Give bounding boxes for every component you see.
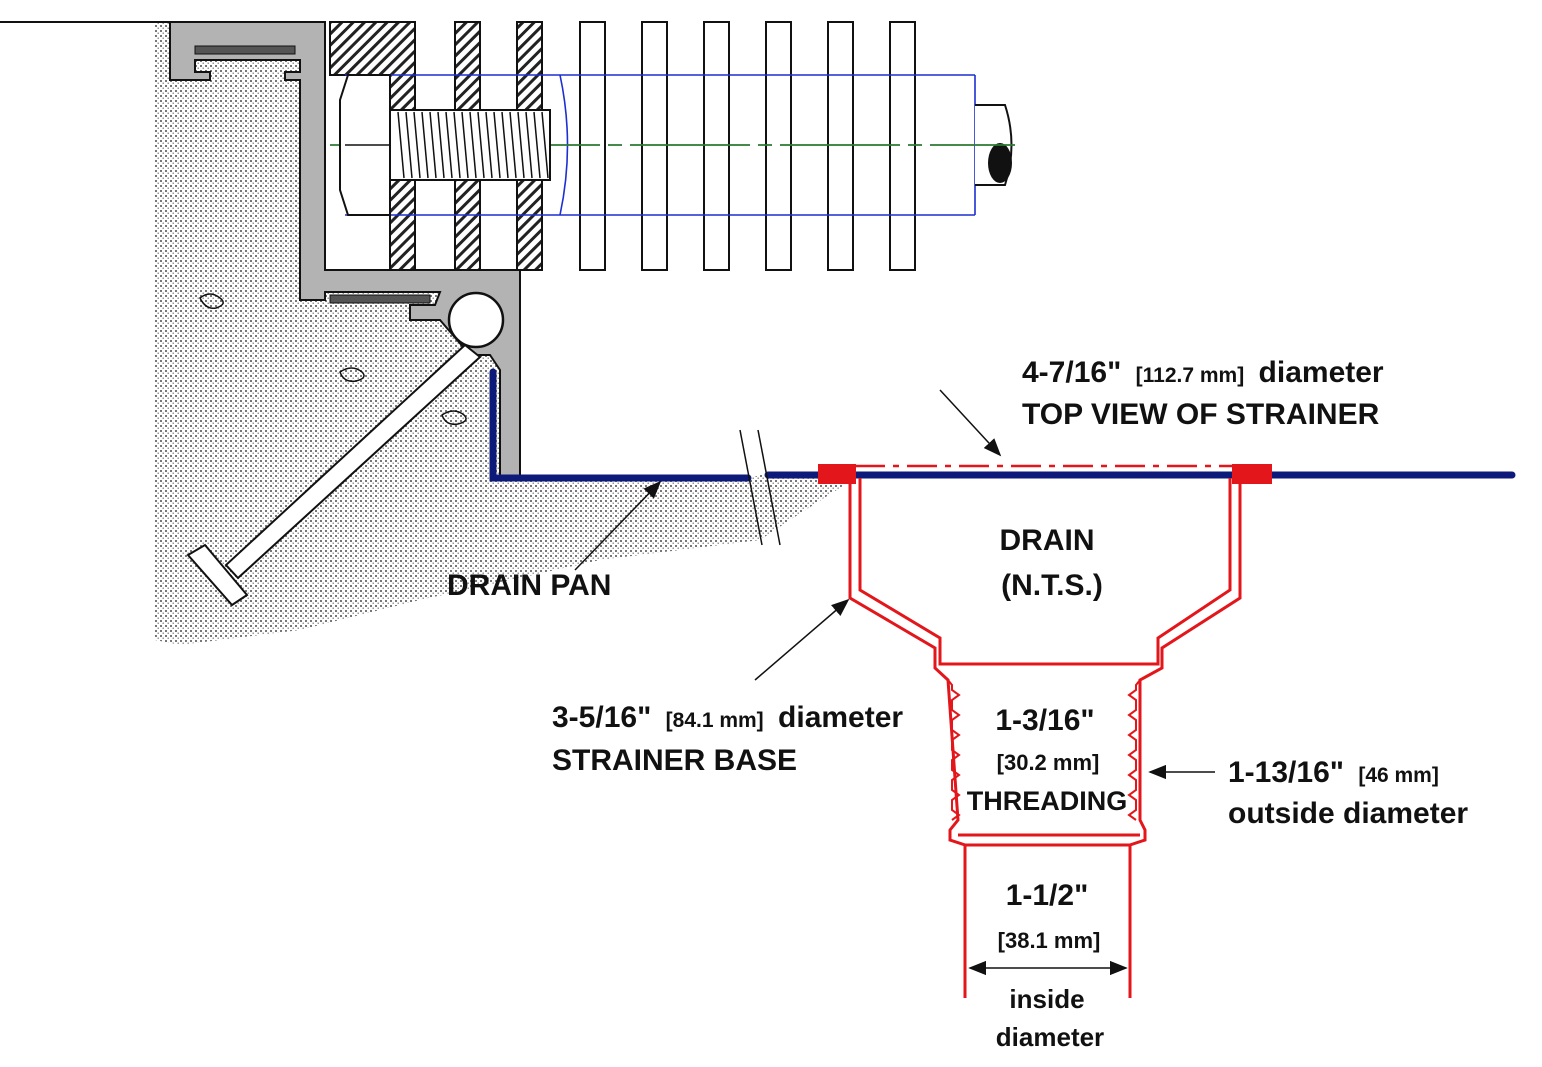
drain-flange-left bbox=[818, 464, 856, 484]
leader-strainer-base bbox=[754, 598, 850, 681]
top-view-caption: TOP VIEW OF STRAINER bbox=[1022, 398, 1380, 431]
strainer-base-size-label: 3-5/16" [84.1 mm] diameter bbox=[552, 701, 903, 734]
drain-threads bbox=[947, 679, 1141, 821]
outside-diameter-size-label: 1-13/16" [46 mm] bbox=[1228, 756, 1439, 789]
aggregate-pebbles bbox=[199, 293, 467, 426]
outside-diameter-caption: outside diameter bbox=[1228, 797, 1468, 830]
drain-flange-right bbox=[1232, 464, 1272, 484]
grate-bars bbox=[579, 21, 916, 271]
drain-nts: (N.T.S.) bbox=[1001, 569, 1103, 602]
frame-slot-top bbox=[194, 45, 296, 55]
threaded-bolt bbox=[389, 109, 551, 181]
inside-diameter-metric: [38.1 mm] bbox=[998, 928, 1101, 953]
leader-top-view bbox=[939, 389, 1002, 457]
inside-caption-2: diameter bbox=[996, 1022, 1104, 1052]
strainer-base-caption: STRAINER BASE bbox=[552, 744, 797, 777]
frame-slot-mid bbox=[329, 294, 431, 304]
bolt-threads bbox=[397, 111, 549, 179]
drain-title: DRAIN bbox=[1000, 524, 1095, 557]
inside-caption-1: inside bbox=[1009, 984, 1084, 1014]
top-view-size-label: 4-7/16" [112.7 mm] diameter bbox=[1022, 356, 1384, 389]
threading-size: 1-3/16" bbox=[995, 704, 1094, 737]
drain-pan bbox=[489, 368, 752, 482]
spacer-block-1 bbox=[329, 21, 416, 271]
inside-diameter-size: 1-1/2" bbox=[1006, 879, 1089, 912]
anchor-rod bbox=[186, 291, 505, 607]
grate-tube bbox=[345, 74, 976, 216]
threading-caption: THREADING bbox=[967, 786, 1128, 816]
rod-end-section bbox=[988, 143, 1012, 183]
leader-drain-pan bbox=[574, 480, 662, 571]
threading-metric: [30.2 mm] bbox=[997, 750, 1100, 775]
drain-pan-label: DRAIN PAN bbox=[447, 569, 611, 602]
break-line-2 bbox=[757, 429, 781, 546]
break-line-1 bbox=[739, 429, 763, 546]
